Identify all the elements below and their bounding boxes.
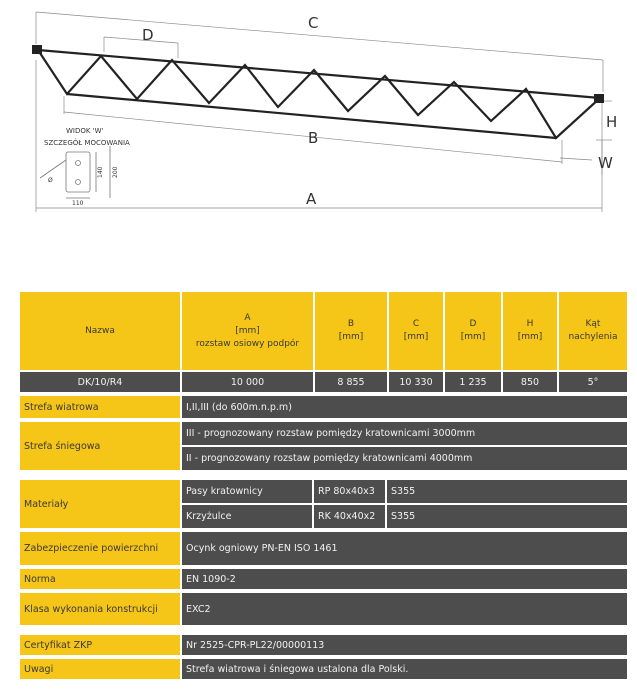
view-title: WIDOK 'W' — [66, 127, 104, 135]
wind-label: Strefa wiatrowa — [20, 396, 182, 420]
header-d: D [mm] — [445, 292, 503, 372]
header-h: H [mm] — [503, 292, 559, 372]
snow-value-2: II - prognozowany rozstaw pomiędzy krato… — [182, 447, 629, 472]
value-h: 850 — [503, 372, 559, 394]
snow-label: Strefa śniegowa — [20, 422, 182, 472]
spec-row-class: Klasa wykonania konstrukcji EXC2 — [20, 593, 629, 627]
truss-drawing: C D B A H W WIDOK 'W' SZCZEGÓŁ MOCOWANIA… — [32, 11, 617, 212]
detail-200: 200 — [112, 166, 119, 178]
value-name: DK/10/R4 — [20, 372, 182, 394]
surface-value: Ocynk ogniowy PN-EN ISO 1461 — [182, 532, 629, 567]
table-values-row: DK/10/R4 10 000 8 855 10 330 1 235 850 5… — [20, 372, 629, 394]
dimension-lines — [35, 11, 612, 212]
spec-row-snow: Strefa śniegowa III - prognozowany rozst… — [20, 422, 629, 472]
braces-grade: S355 — [387, 505, 629, 530]
header-a-line3: rozstaw osiowy podpór — [195, 338, 300, 349]
view-subtitle: SZCZEGÓŁ MOCOWANIA — [44, 138, 130, 147]
dim-b-label: B — [308, 129, 318, 147]
class-value: EXC2 — [182, 593, 629, 627]
chords-profile: RP 80x40x3 — [314, 480, 387, 505]
header-h-line1: H — [526, 319, 534, 329]
notes-label: Uwagi — [20, 659, 182, 681]
norm-label: Norma — [20, 569, 182, 591]
norm-value: EN 1090-2 — [182, 569, 629, 591]
braces-profile: RK 40x40x2 — [314, 505, 387, 530]
value-angle: 5° — [559, 372, 629, 394]
value-a: 10 000 — [182, 372, 315, 394]
value-c: 10 330 — [389, 372, 445, 394]
materials-values: Pasy kratownicy RP 80x40x3 S355 Krzyżulc… — [182, 480, 629, 530]
header-c-line1: C — [412, 319, 420, 329]
dim-c-label: C — [308, 14, 318, 32]
header-b-line2: [mm] — [338, 332, 364, 342]
header-angle-line2: nachylenia — [568, 332, 618, 342]
header-a-line2: [mm] — [235, 325, 260, 336]
value-d: 1 235 — [445, 372, 503, 394]
header-c: C [mm] — [389, 292, 445, 372]
header-a: A [mm] rozstaw osiowy podpór — [182, 292, 315, 372]
materials-label: Materiały — [20, 480, 182, 530]
truss-frame — [37, 48, 601, 140]
header-d-line2: [mm] — [460, 332, 486, 342]
header-angle: Kąt nachylenia — [559, 292, 629, 372]
detail-110: 110 — [72, 200, 84, 207]
value-b: 8 855 — [315, 372, 389, 394]
dim-a-label: A — [306, 190, 317, 208]
braces-label: Krzyżulce — [182, 505, 314, 530]
header-d-line1: D — [469, 319, 477, 329]
snow-value-1: III - prognozowany rozstaw pomiędzy krat… — [182, 422, 629, 447]
header-b: B [mm] — [315, 292, 389, 372]
dim-h-label: H — [606, 113, 617, 131]
header-a-line1: A — [244, 312, 251, 323]
notes-value: Strefa wiatrowa i śniegowa ustalona dla … — [182, 659, 629, 681]
chords-grade: S355 — [387, 480, 629, 505]
header-name: Nazwa — [20, 292, 182, 372]
header-angle-line1: Kąt — [585, 319, 601, 329]
cert-label: Certyfikat ZKP — [20, 635, 182, 657]
class-label: Klasa wykonania konstrukcji — [20, 593, 182, 627]
dim-w-label: W — [598, 154, 613, 172]
wind-value: I,II,III (do 600m.n.p.m) — [182, 396, 629, 420]
mounting-detail — [39, 146, 111, 199]
spec-row-norm: Norma EN 1090-2 — [20, 569, 629, 591]
header-c-line2: [mm] — [403, 332, 429, 342]
table-header-row: Nazwa A [mm] rozstaw osiowy podpór B [mm… — [20, 292, 629, 372]
spec-row-cert: Certyfikat ZKP Nr 2525-CPR-PL22/00000113 — [20, 635, 629, 657]
chords-label: Pasy kratownicy — [182, 480, 314, 505]
truss-supports — [32, 45, 604, 103]
spec-row-notes: Uwagi Strefa wiatrowa i śniegowa ustalon… — [20, 659, 629, 681]
surface-label: Zabezpieczenie powierzchni — [20, 532, 182, 567]
braces-row: Krzyżulce RK 40x40x2 S355 — [182, 505, 629, 530]
detail-140: 140 — [97, 166, 104, 178]
spec-row-materials: Materiały Pasy kratownicy RP 80x40x3 S35… — [20, 480, 629, 530]
snow-values: III - prognozowany rozstaw pomiędzy krat… — [182, 422, 629, 472]
detail-hole: Ø — [48, 177, 53, 184]
header-b-line1: B — [347, 319, 355, 329]
dim-d-label: D — [142, 26, 154, 44]
cert-value: Nr 2525-CPR-PL22/00000113 — [182, 635, 629, 657]
spec-row-surface: Zabezpieczenie powierzchni Ocynk ogniowy… — [20, 532, 629, 567]
header-h-line2: [mm] — [517, 332, 543, 342]
spec-row-wind: Strefa wiatrowa I,II,III (do 600m.n.p.m) — [20, 396, 629, 420]
chords-row: Pasy kratownicy RP 80x40x3 S355 — [182, 480, 629, 505]
